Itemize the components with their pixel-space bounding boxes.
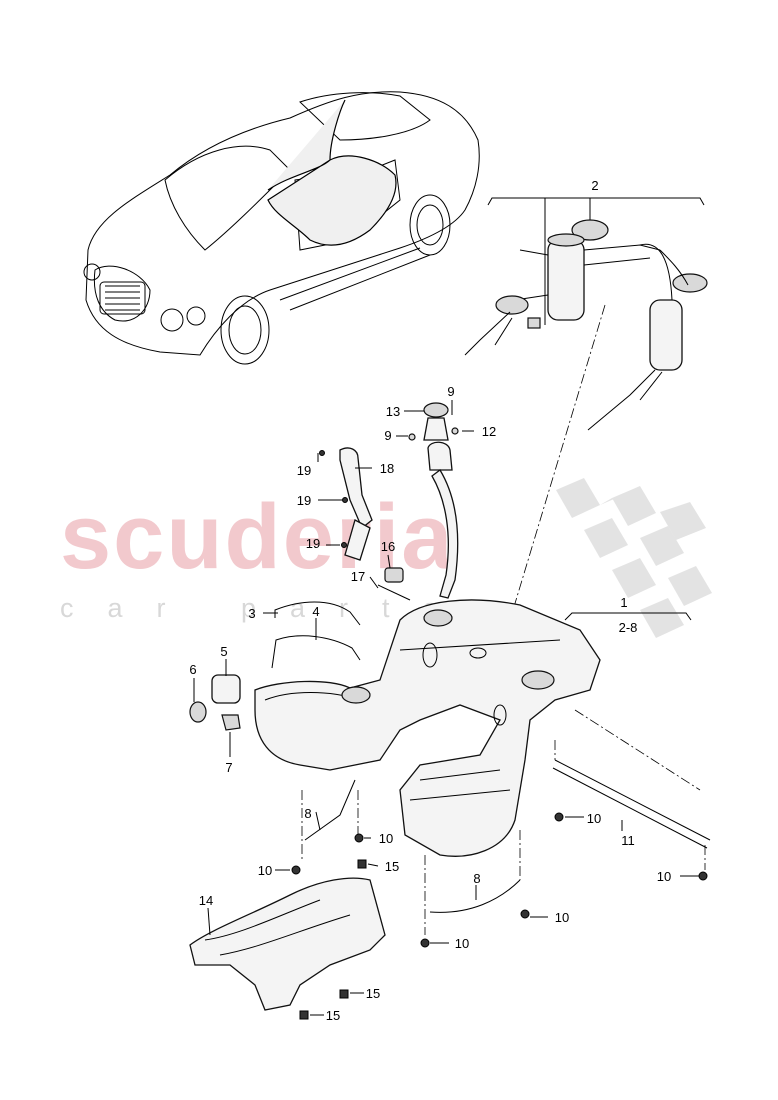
vent-lines-and-filter (189, 601, 361, 731)
callout-12: 12 (482, 424, 496, 439)
callout-19-c: 19 (306, 536, 320, 551)
filler-neck-assembly (339, 402, 459, 601)
callout-17: 17 (351, 569, 365, 584)
callout-9-top: 9 (447, 384, 454, 399)
callout-9-left: 9 (384, 428, 391, 443)
watermark: scuderia car parts (60, 478, 712, 638)
callout-15-b: 15 (366, 986, 380, 1001)
callout-10-f: 10 (455, 936, 469, 951)
callout-1-range: 2-8 (619, 620, 638, 635)
heat-shield (189, 877, 386, 1011)
watermark-sub: car parts (60, 593, 471, 623)
callout-10-d: 10 (258, 863, 272, 878)
callout-18: 18 (380, 461, 394, 476)
callout-6: 6 (189, 662, 196, 677)
vehicle-illustration (83, 91, 480, 365)
callout-19-a: 19 (297, 463, 311, 478)
callout-8-right: 8 (473, 871, 480, 886)
callout-10-c: 10 (379, 831, 393, 846)
callout-7: 7 (225, 760, 232, 775)
callout-14: 14 (199, 893, 213, 908)
callout-16: 16 (381, 539, 395, 554)
fuel-tank (254, 599, 601, 857)
callout-10-e: 10 (555, 910, 569, 925)
callout-19-b: 19 (297, 493, 311, 508)
callout-3: 3 (248, 606, 255, 621)
fasteners (291, 450, 708, 1020)
leader-lines (193, 400, 699, 1016)
checkered-flag-icon (556, 478, 712, 638)
callout-5: 5 (220, 644, 227, 659)
callout-15-c: 15 (326, 1008, 340, 1023)
callout-2: 2 (591, 178, 598, 193)
fuel-pump-assembly (464, 197, 708, 621)
callout-8-left: 8 (304, 806, 311, 821)
part-callouts: 1 2-8 2 3 4 5 6 7 8 8 9 9 10 10 10 10 10… (189, 178, 671, 1023)
callout-11: 11 (621, 833, 635, 848)
tank-straps (301, 709, 711, 935)
callout-15-a: 15 (385, 859, 399, 874)
callout-10-b: 10 (657, 869, 671, 884)
callout-10-a: 10 (587, 811, 601, 826)
callout-4: 4 (312, 604, 319, 619)
callout-1: 1 (620, 595, 627, 610)
callout-13: 13 (386, 404, 400, 419)
